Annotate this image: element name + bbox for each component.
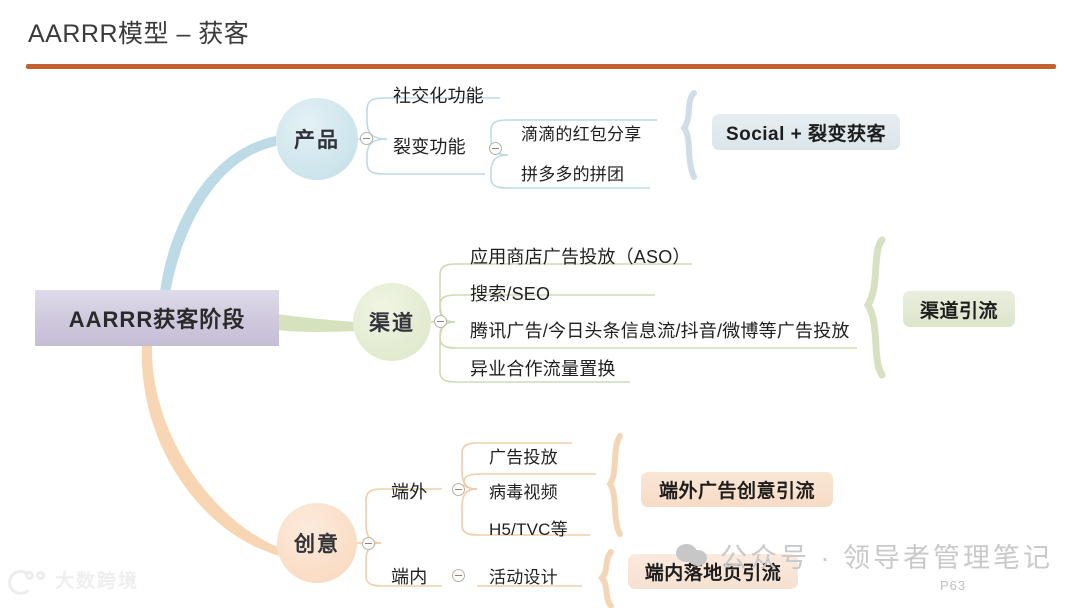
branch-line-channel [277,314,355,332]
toggle-product[interactable] [360,132,373,145]
leaf-channel-seo[interactable]: 搜索/SEO [470,284,551,304]
leaf-creative-inside[interactable]: 端内 [391,567,428,587]
page-title: AARRR模型 – 获客 [28,20,250,48]
leaf-outside-h5-tvc[interactable]: H5/TVC等 [489,520,568,539]
leaf-channel-aso[interactable]: 应用商店广告投放（ASO） [470,247,691,267]
leaf-inside-campaign-design[interactable]: 活动设计 [489,568,558,587]
summary-social-fission[interactable]: Social + 裂变获客 [712,114,900,150]
branch-line-creative [141,346,280,556]
fission-branch-2 [490,154,650,189]
brace-channel [863,236,886,379]
toggle-creative-outside[interactable] [452,483,465,496]
branch-line-product [160,136,276,294]
node-product[interactable]: 产品 [276,98,358,180]
page-number: P63 [940,578,967,593]
outside-branch-3 [461,488,590,536]
toggle-product-fission[interactable] [489,142,502,155]
product-branch-1 [366,97,500,140]
leaf-creative-outside[interactable]: 端外 [391,482,428,502]
header-divider [26,64,1056,69]
brace-product [680,90,697,180]
outside-branch-2 [463,473,596,490]
leaf-outside-ads[interactable]: 广告投放 [489,448,558,467]
summary-outside-ad-creative[interactable]: 端外广告创意引流 [641,472,833,507]
leaf-product-social[interactable]: 社交化功能 [393,86,484,106]
leaf-didi-redpacket[interactable]: 滴滴的红包分享 [521,125,642,144]
leaf-channel-feeds-ads[interactable]: 腾讯广告/今日头条信息流/抖音/微博等广告投放 [470,321,850,341]
leaf-product-fission[interactable]: 裂变功能 [393,137,466,157]
outside-branch-1 [461,442,572,490]
leaf-channel-cross-industry[interactable]: 异业合作流量置换 [470,359,616,379]
summary-channel-traffic[interactable]: 渠道引流 [903,291,1015,327]
node-channel[interactable]: 渠道 [353,283,431,361]
toggle-creative[interactable] [362,537,375,550]
root-node[interactable]: AARRR获客阶段 [35,290,279,346]
product-branch-2 [366,138,485,175]
toggle-creative-inside[interactable] [452,569,465,582]
summary-inside-landing-page[interactable]: 端内落地页引流 [628,554,798,589]
leaf-pdd-group[interactable]: 拼多多的拼团 [521,165,625,184]
node-creative[interactable]: 创意 [277,503,357,583]
brace-outside [606,433,623,537]
leaf-outside-viral-video[interactable]: 病毒视频 [489,483,558,502]
brace-inside [598,549,614,608]
toggle-channel[interactable] [434,315,447,328]
